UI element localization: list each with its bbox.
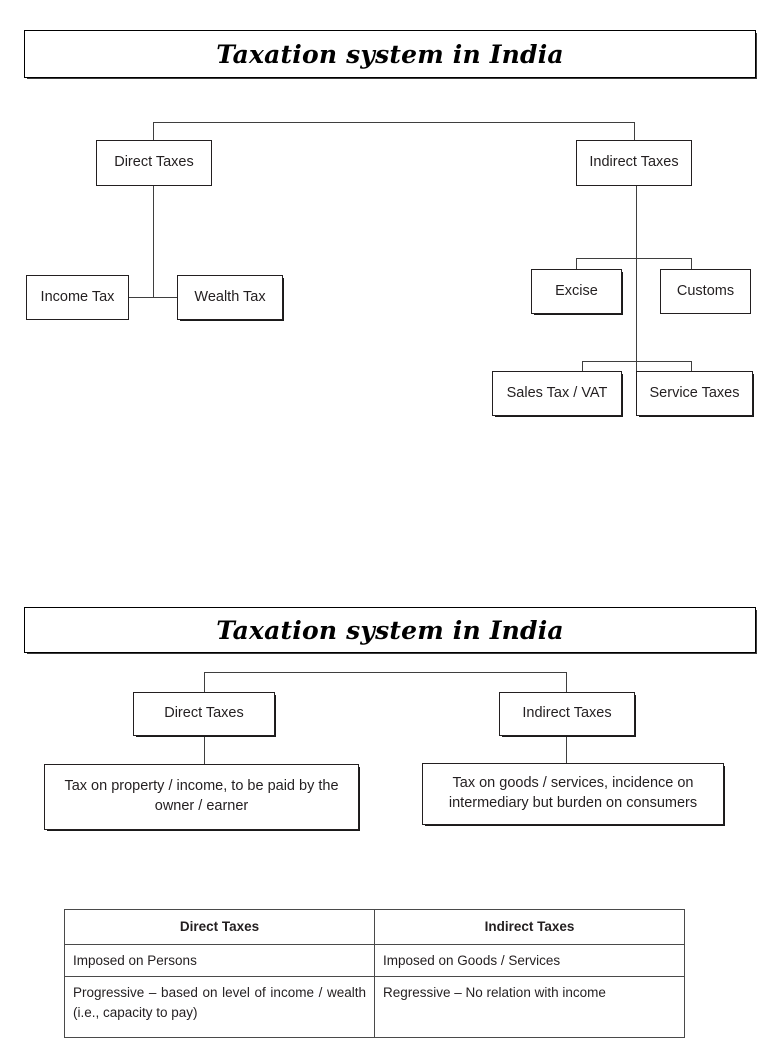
node2-direct-taxes-label: Direct Taxes bbox=[164, 705, 244, 722]
node2-direct-description: Tax on property / income, to be paid by … bbox=[44, 764, 359, 830]
diagram1-title-text: Taxation system in India bbox=[216, 39, 564, 69]
table-row: Progressive – based on level of income /… bbox=[64, 976, 685, 1038]
table-cell-direct-imposed: Imposed on Persons bbox=[64, 943, 375, 978]
connector-direct-stem bbox=[153, 186, 154, 298]
table-header-indirect-taxes: Indirect Taxes bbox=[374, 909, 685, 945]
comparison-table: Direct Taxes Indirect Taxes Imposed on P… bbox=[64, 909, 685, 1038]
node-direct-taxes-label: Direct Taxes bbox=[114, 154, 194, 171]
table-header-row: Direct Taxes Indirect Taxes bbox=[64, 909, 685, 945]
diagram1-title-banner: Taxation system in India bbox=[24, 30, 756, 78]
node-indirect-taxes-label: Indirect Taxes bbox=[589, 154, 679, 171]
node-service-taxes: Service Taxes bbox=[636, 371, 753, 416]
node-sales-tax-vat: Sales Tax / VAT bbox=[492, 371, 622, 416]
table-cell-indirect-imposed: Imposed on Goods / Services bbox=[374, 943, 685, 978]
diagram2-title-text: Taxation system in India bbox=[216, 615, 564, 645]
node-wealth-tax-label: Wealth Tax bbox=[194, 288, 266, 305]
node2-indirect-taxes-label: Indirect Taxes bbox=[522, 705, 612, 722]
table-row: Imposed on Persons Imposed on Goods / Se… bbox=[64, 943, 685, 978]
node-income-tax-label: Income Tax bbox=[40, 288, 115, 305]
connector2-indirect-to-desc bbox=[566, 736, 567, 763]
node-direct-taxes: Direct Taxes bbox=[96, 140, 212, 186]
node2-indirect-taxes: Indirect Taxes bbox=[499, 692, 635, 736]
node-indirect-taxes: Indirect Taxes bbox=[576, 140, 692, 186]
connector-to-excise bbox=[576, 258, 577, 270]
connector2-root-to-indirect bbox=[566, 672, 567, 692]
table-cell-indirect-regressive: Regressive – No relation with income bbox=[374, 976, 685, 1038]
connector-root-to-direct bbox=[153, 122, 154, 141]
node-service-taxes-label: Service Taxes bbox=[649, 384, 740, 401]
connector-root-to-indirect bbox=[634, 122, 635, 141]
node-sales-tax-vat-label: Sales Tax / VAT bbox=[506, 384, 608, 401]
node2-indirect-description: Tax on goods / services, incidence on in… bbox=[422, 763, 724, 825]
diagram2-title-banner: Taxation system in India bbox=[24, 607, 756, 653]
node-customs-label: Customs bbox=[676, 282, 735, 299]
connector-to-service-taxes bbox=[691, 361, 692, 372]
connector-root-horizontal bbox=[153, 122, 635, 123]
node-excise: Excise bbox=[531, 269, 622, 314]
node2-direct-taxes: Direct Taxes bbox=[133, 692, 275, 736]
node2-indirect-description-label: Tax on goods / services, incidence on in… bbox=[448, 775, 698, 811]
connector-to-sales-tax bbox=[582, 361, 583, 372]
connector-sales-service-horizontal bbox=[582, 361, 691, 362]
node-customs: Customs bbox=[660, 269, 751, 314]
table-header-direct-taxes: Direct Taxes bbox=[64, 909, 375, 945]
connector2-direct-to-desc bbox=[204, 736, 205, 764]
connector-indirect-stem bbox=[636, 186, 637, 372]
node-income-tax: Income Tax bbox=[26, 275, 129, 320]
connector-excise-customs-horizontal bbox=[576, 258, 691, 259]
node2-direct-description-label: Tax on property / income, to be paid by … bbox=[64, 778, 339, 814]
node-wealth-tax: Wealth Tax bbox=[177, 275, 283, 320]
connector-direct-children-horizontal bbox=[128, 297, 178, 298]
table-cell-direct-progressive: Progressive – based on level of income /… bbox=[64, 976, 375, 1038]
connector2-root-horizontal bbox=[204, 672, 566, 673]
node-excise-label: Excise bbox=[555, 282, 598, 299]
connector-to-customs bbox=[691, 258, 692, 270]
connector2-root-to-direct bbox=[204, 672, 205, 692]
